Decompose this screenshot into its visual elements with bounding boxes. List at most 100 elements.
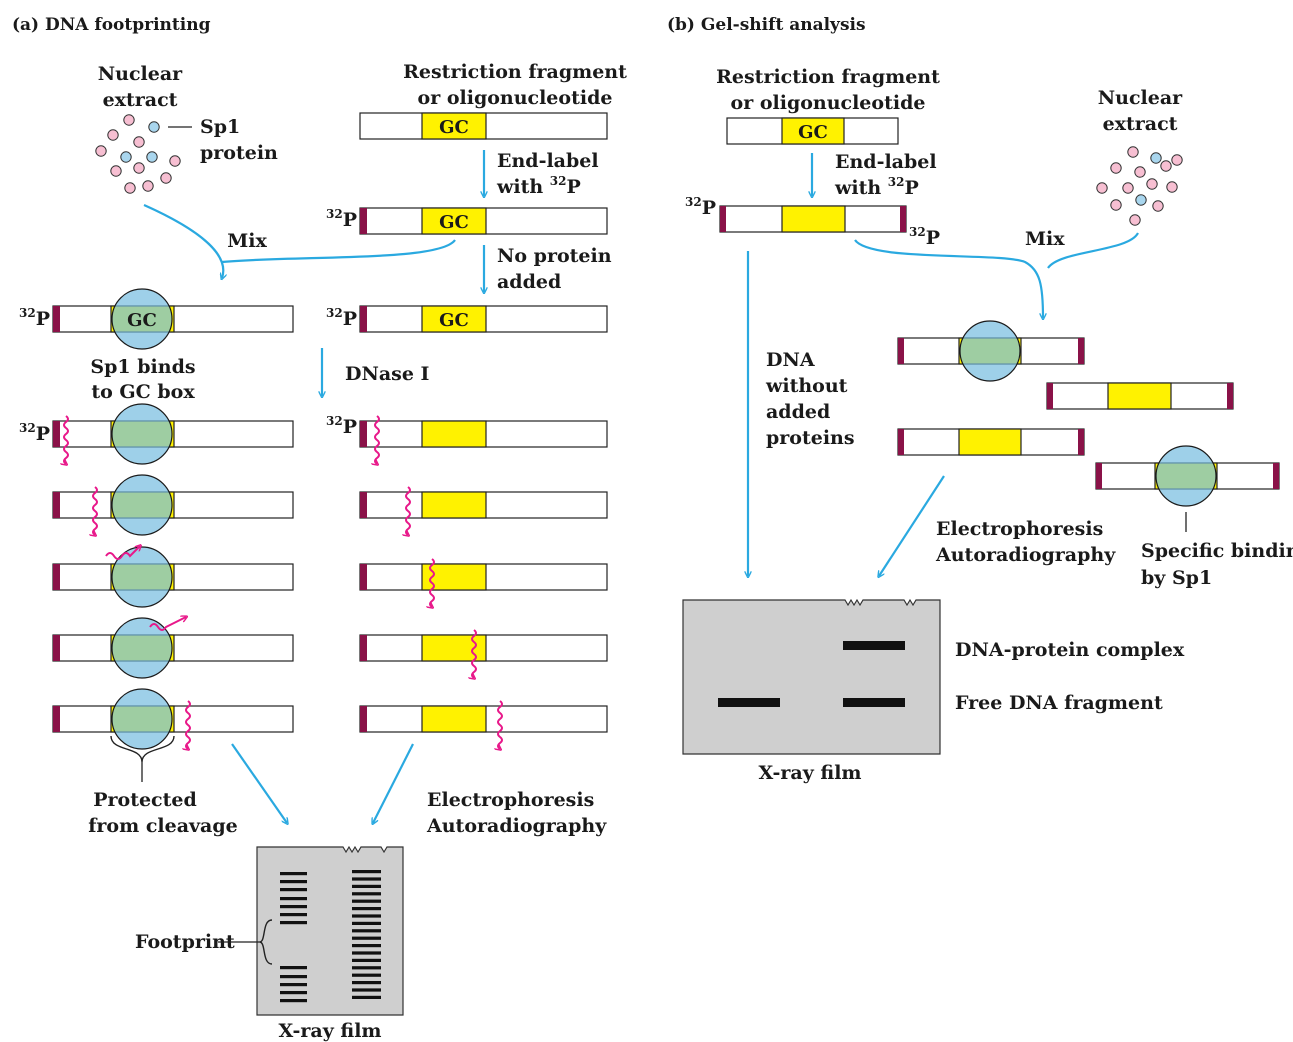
dnase-cut [430,558,435,607]
sp1-protein [111,474,173,536]
b-endlabel-line1: End-label [835,151,937,173]
a-gel-bands [280,870,381,1003]
extract-dot [124,182,136,194]
extract-dot [1166,181,1178,193]
gel-band [352,907,381,911]
a-sp1-binds-line2: to GC box [91,381,195,403]
b-fragment-bound-1 [897,320,1085,382]
b-nuclear-extract-dots [1096,146,1183,226]
gel-band [352,921,381,925]
a-cleaved-row-bound [52,617,294,679]
gel-band [352,884,381,888]
gel-band [352,951,381,955]
b-electro-line1: Electrophoresis [936,518,1103,540]
gel-band [280,983,307,987]
gel-band [352,899,381,903]
a-sp1-line1: Sp1 [200,116,240,138]
sp1-protein [111,688,173,750]
a-cleaved-row-free [359,629,608,678]
end-label-mark [360,564,367,590]
b-electro-line2: Autoradiography [935,544,1116,566]
dnase-deflected [149,617,186,631]
gel-band [280,913,307,917]
end-label-mark [360,706,367,732]
gel-band [352,877,381,881]
sp1-protein [111,617,173,679]
a-free-fragment: 32P GC [326,305,608,333]
extract-dot [1110,162,1122,174]
extract-dot [1110,199,1122,211]
b-restriction-line2: or oligonucleotide [731,92,926,114]
gel-band [280,888,307,892]
b-mix-arrow-right [1047,232,1139,269]
gel-band [352,966,381,970]
b-band-complex [843,641,905,650]
panel-b-title: (b) Gel-shift analysis [667,15,866,35]
dnase-cut [375,415,380,464]
extract-dot [1122,182,1134,194]
gel-band [352,981,381,985]
extract-dot [146,151,158,163]
a-gc-label-bound: GC [127,310,157,331]
a-footprint-brace [259,919,273,965]
extract-dot [1135,194,1147,206]
b-fragment-labeled: 32P 32P [685,195,940,249]
b-specific-line1: Specific binding [1141,540,1293,562]
a-gc-label-free: GC [439,310,469,331]
extract-dot [110,165,122,177]
b-band-free-lane1 [718,698,780,707]
gel-band [280,872,307,876]
b-specific-line2: by Sp1 [1141,567,1212,589]
a-cleaved-row-free [359,558,608,607]
a-nuclear-extract-dots [95,114,181,194]
a-electro-arrow-right [373,743,414,823]
end-label-mark [360,635,367,661]
extract-dot [1152,200,1164,212]
end-label-mark [53,706,60,732]
end-label-mark [53,564,60,590]
sp1-protein [111,403,173,465]
a-cleaved-row-free [359,700,608,749]
gel-band [352,929,381,933]
gel-band [352,944,381,948]
a-protected-line2: from cleavage [88,815,238,837]
dnase-deflected [105,546,140,560]
a-dnase-label: DNase I [345,363,430,385]
gel-band [352,958,381,962]
a-cleaved-row-bound [52,688,294,750]
a-protected-line1: Protected [93,789,197,811]
a-endlabel-line2: with 32P [496,174,581,198]
gc-box [421,705,487,733]
end-label-mark [360,492,367,518]
gel-band [352,973,381,977]
dnase-cut [93,486,98,535]
extract-dot [133,162,145,174]
gel-band [280,897,307,901]
a-cleaved-row-bound [52,403,294,465]
a-fragment-unlabeled: GC [359,112,608,140]
gel-band [280,880,307,884]
end-label-mark [53,635,60,661]
b-dna-without-line4: proteins [766,427,855,449]
a-cleaved-row-bound [52,546,294,608]
dnase-cut [64,415,69,464]
a-cleaved-row-bound [52,474,294,536]
svg-text:32P: 32P [326,414,357,438]
gel-band [352,892,381,896]
extract-dot [133,136,145,148]
a-gc-label-2: GC [439,212,469,233]
a-sp1-line2: protein [200,142,278,164]
a-electro-line1: Electrophoresis [427,789,594,811]
extract-dot [160,172,172,184]
extract-dot [95,145,107,157]
end-label-mark [53,421,60,447]
gel-band [352,995,381,999]
extract-dot [1096,182,1108,194]
a-mix-arrow-left [143,203,223,278]
b-restriction-line1: Restriction fragment [716,66,940,88]
extract-dot [169,155,181,167]
a-protected-brace [110,735,175,763]
a-endlabel-line1: End-label [497,150,599,172]
